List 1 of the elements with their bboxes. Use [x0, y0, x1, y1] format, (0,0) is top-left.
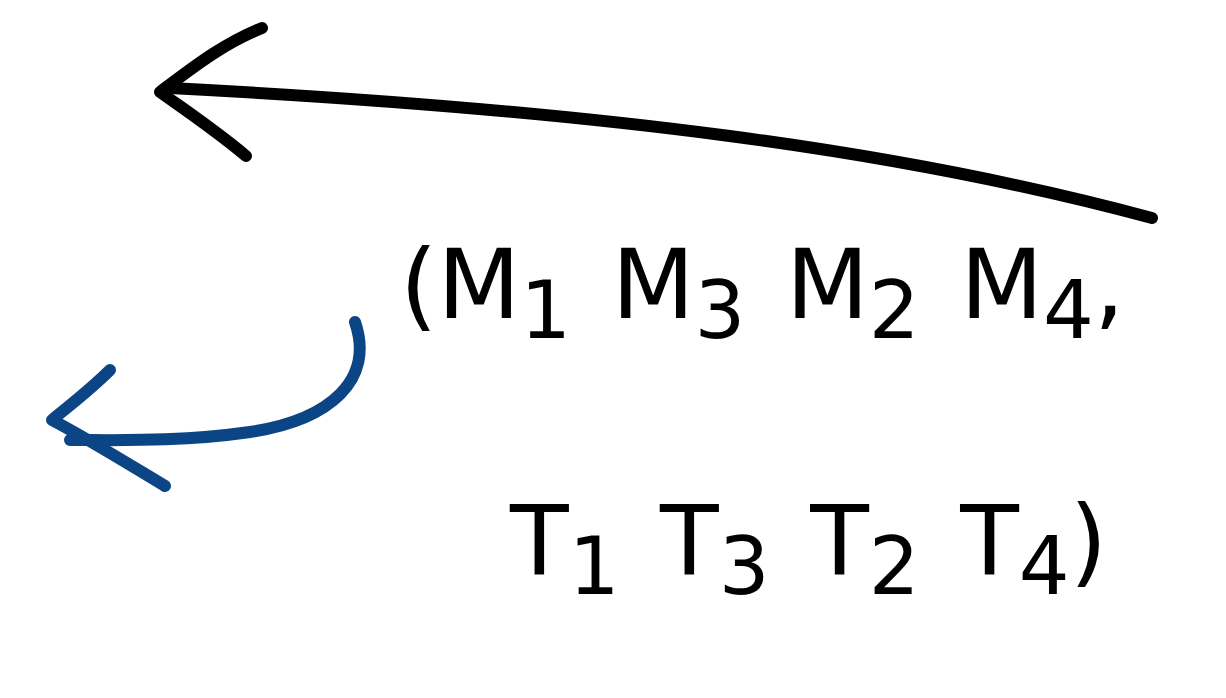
- tuple-label: (M$_{1}$ M$_{3}$ M$_{2}$ M$_{4}$, T$_{1}$ T$_{3}$ T$_{2}$ T$_{4}$): [400, 228, 1126, 616]
